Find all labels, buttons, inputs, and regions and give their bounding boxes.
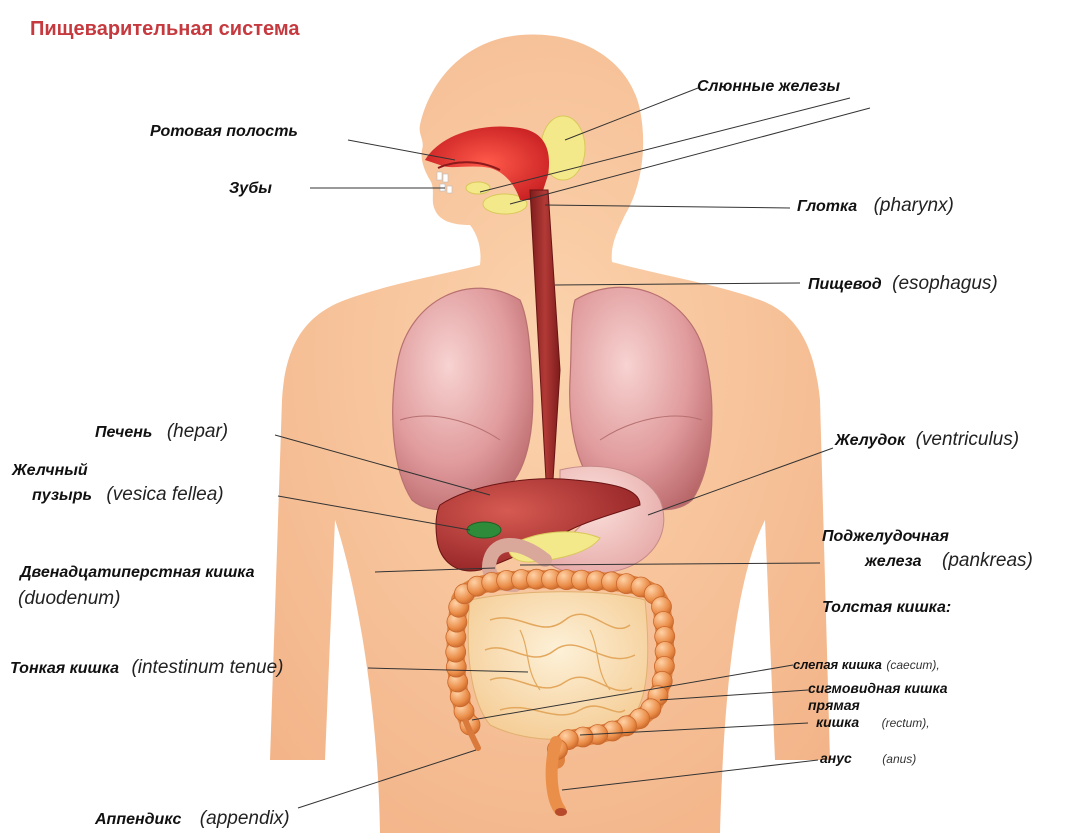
label-pancreas-latin: (pankreas): [942, 550, 1033, 571]
label-pharynx-latin: (pharynx): [874, 195, 954, 216]
label-appendix: Аппендикс: [95, 811, 181, 828]
label-sigmoid: сигмовидная кишка: [808, 680, 948, 696]
label-rectum-line2: кишка: [816, 714, 859, 730]
label-stomach-latin: (ventriculus): [916, 429, 1019, 450]
label-duodenum-latin: (duodenum): [18, 588, 120, 610]
gallbladder: [467, 522, 501, 538]
label-pharynx-group: Глотка (pharynx): [797, 195, 954, 217]
label-pancreas-line1: Поджелудочная: [822, 528, 949, 546]
label-esophagus-group: Пищевод (esophagus): [808, 273, 998, 295]
label-appendix-latin: (appendix): [200, 808, 290, 829]
label-rectum-line1: прямая: [808, 697, 860, 713]
label-liver-group: Печень (hepar): [95, 421, 228, 443]
label-large-intestine: Толстая кишка:: [822, 599, 951, 617]
label-gallbladder-latin: (vesica fellea): [106, 484, 223, 505]
label-pancreas-line2: железа: [865, 553, 922, 570]
label-liver-latin: (hepar): [167, 421, 228, 442]
label-gallbladder-line1: Желчный: [12, 462, 88, 480]
label-rectum-group: кишка (rectum),: [816, 714, 930, 732]
label-anus-group: анус (anus): [820, 750, 916, 768]
label-caecum: слепая кишка: [793, 657, 882, 672]
label-small-intestine: Тонкая кишка: [10, 660, 119, 677]
label-duodenum: Двенадцатиперстная кишка: [20, 564, 255, 582]
label-salivary-glands: Слюнные железы: [697, 78, 840, 96]
label-caecum-latin: (caecum),: [886, 658, 939, 672]
anus: [555, 808, 567, 816]
label-esophagus-latin: (esophagus): [892, 273, 998, 294]
label-stomach-group: Желудок (ventriculus): [835, 429, 1019, 451]
label-esophagus: Пищевод: [808, 276, 882, 293]
label-anus-latin: (anus): [882, 752, 916, 766]
label-gallbladder-group: пузырь (vesica fellea): [32, 484, 224, 506]
label-caecum-group: слепая кишка (caecum),: [793, 656, 940, 674]
diagram-title: Пищеварительная система: [30, 18, 300, 41]
label-stomach: Желудок: [835, 432, 905, 449]
label-rectum-latin: (rectum),: [882, 716, 930, 730]
label-pancreas-group: железа (pankreas): [865, 550, 1033, 572]
label-small-intestine-latin: (intestinum tenue): [131, 657, 283, 678]
label-appendix-group: Аппендикс (appendix): [95, 808, 290, 830]
label-gallbladder-line2: пузырь: [32, 487, 92, 504]
label-small-intestine-group: Тонкая кишка (intestinum tenue): [10, 657, 284, 679]
label-liver: Печень: [95, 424, 152, 441]
label-pharynx: Глотка: [797, 198, 857, 215]
label-teeth: Зубы: [229, 180, 272, 198]
label-anus: анус: [820, 750, 852, 766]
label-oral-cavity: Ротовая полость: [150, 123, 298, 141]
